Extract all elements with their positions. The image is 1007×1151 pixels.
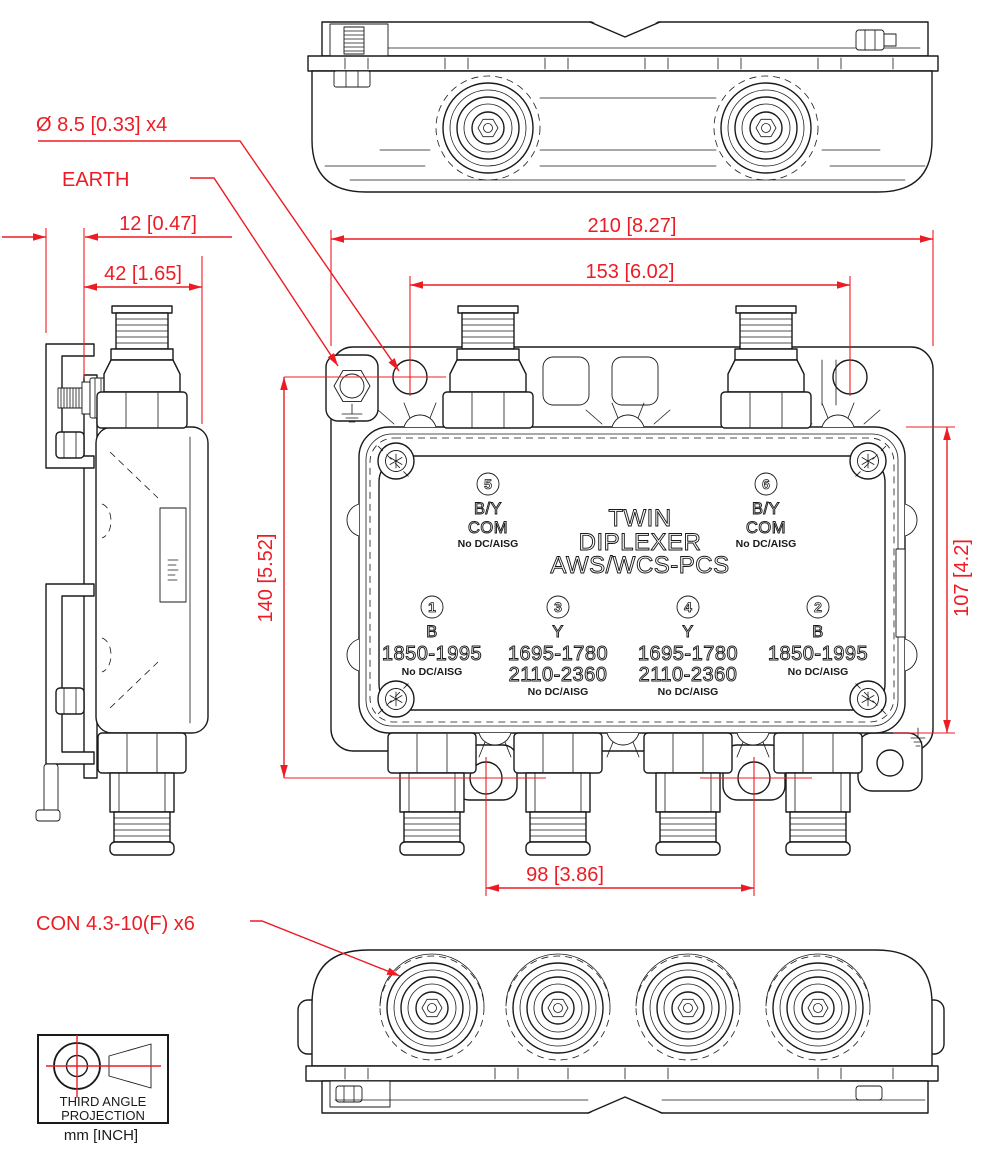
connector-port-1 [387, 732, 477, 856]
port-1-number: 1 [428, 599, 436, 615]
port-5-label: 5 B/Y COM No DC/AISG [458, 472, 519, 550]
ground-symbol-icon [341, 403, 363, 423]
port-2-number: 2 [814, 599, 822, 615]
side-view-bracket-lower [45, 583, 95, 765]
port-4-range-2: 2110-2360 [639, 664, 738, 686]
side-view-bottom-connector [97, 732, 187, 856]
projection-text-1: THIRD ANGLE [60, 1094, 147, 1109]
port-1-label: 1 B 1850-1995 No DC/AISG [381, 595, 482, 678]
callout-earth: EARTH [62, 169, 129, 191]
connector-port-3 [513, 732, 603, 856]
corner-screw-tr [849, 442, 887, 480]
top-view-earth-nut [333, 70, 371, 88]
projection-symbol: THIRD ANGLE PROJECTION mm [INCH] [37, 1034, 169, 1144]
port-5-band: B/Y [474, 500, 502, 518]
connector-port-4 [643, 732, 733, 856]
port-6-number: 6 [762, 476, 770, 492]
port-2-band: B [812, 623, 824, 641]
port-6-label: 6 B/Y COM No DC/AISG [736, 472, 797, 550]
dim-overall-width: 210 [8.27] [588, 215, 677, 237]
title-line-2: DIPLEXER [579, 529, 702, 556]
dim-bracket-offset: 12 [0.47] [119, 213, 197, 235]
side-view-mounting-plate [83, 374, 98, 779]
dim-body-depth: 42 [1.65] [104, 263, 182, 285]
earth-bolt [339, 373, 365, 399]
port-6-com: COM [746, 519, 786, 537]
faceplate-panel [378, 455, 886, 711]
side-view-label [159, 507, 187, 603]
port-5-number: 5 [484, 476, 492, 492]
top-view [307, 20, 939, 193]
port-5-com: COM [468, 519, 508, 537]
port-3-range-2: 2110-2360 [509, 664, 608, 686]
port-5-note: No DC/AISG [458, 538, 519, 550]
port-2-note: No DC/AISG [788, 666, 849, 678]
port-3-note: No DC/AISG [528, 686, 589, 698]
bottom-view [297, 949, 945, 1114]
port-3-range-1: 1695-1780 [508, 643, 608, 665]
connector-port-5 [442, 305, 534, 429]
dim-body-height: 107 [4.2] [951, 539, 973, 617]
side-view-body [95, 426, 209, 734]
port-4-number: 4 [684, 599, 692, 615]
port-2-label: 2 B 1850-1995 No DC/AISG [767, 595, 868, 678]
projection-text-2: PROJECTION [61, 1108, 145, 1123]
connector-port-6 [720, 305, 812, 429]
port-3-number: 3 [554, 599, 562, 615]
port-2-range: 1850-1995 [768, 643, 868, 665]
corner-screw-tl [377, 442, 415, 480]
side-view-top-connector [96, 305, 188, 429]
dimension-overlay: Ø 8.5 [0.33] x4 EARTH CON 4.3-10(F) x6 1… [2, 114, 973, 977]
corner-screw-bl [377, 680, 415, 718]
dim-mounting-height: 140 [5.52] [255, 534, 277, 623]
port-1-note: No DC/AISG [402, 666, 463, 678]
faceplate-title: TWIN DIPLEXER AWS/WCS-PCS [550, 505, 730, 580]
dim-top-hole-spacing: 153 [6.02] [586, 261, 675, 283]
port-1-range: 1850-1995 [382, 643, 482, 665]
front-view: TWIN DIPLEXER AWS/WCS-PCS 5 B/Y COM No D… [325, 305, 934, 856]
port-4-label: 4 Y 1695-1780 2110-2360 No DC/AISG [637, 595, 738, 698]
connector-port-2 [773, 732, 863, 856]
port-4-note: No DC/AISG [658, 686, 719, 698]
title-line-1: TWIN [608, 505, 671, 532]
port-3-label: 3 Y 1695-1780 2110-2360 No DC/AISG [507, 595, 608, 698]
port-6-note: No DC/AISG [736, 538, 797, 550]
port-6-band: B/Y [752, 500, 780, 518]
port-4-band: Y [682, 623, 694, 641]
dim-bottom-hole-spacing: 98 [3.86] [526, 864, 604, 886]
callout-mounting-hole: Ø 8.5 [0.33] x4 [36, 114, 167, 136]
side-view [35, 305, 209, 856]
port-3-band: Y [552, 623, 564, 641]
title-line-3: AWS/WCS-PCS [550, 552, 729, 579]
projection-units: mm [INCH] [64, 1127, 138, 1144]
corner-screw-br [849, 680, 887, 718]
port-1-band: B [426, 623, 438, 641]
port-4-range-1: 1695-1780 [638, 643, 738, 665]
corner-tab-hole [876, 749, 904, 777]
callout-connector: CON 4.3-10(F) x6 [36, 913, 195, 935]
